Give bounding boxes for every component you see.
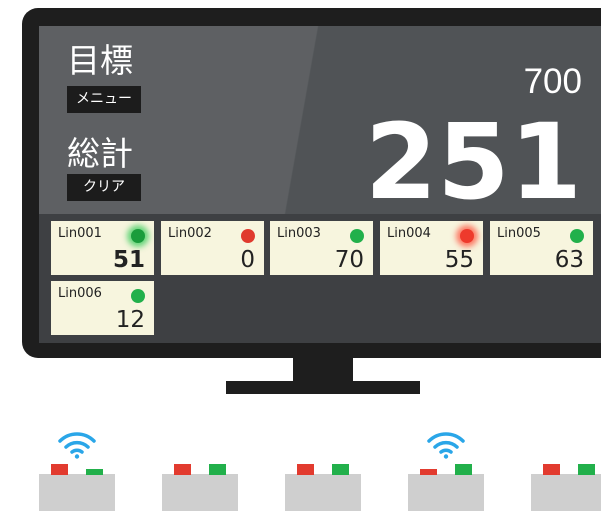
line-name: Lin006 — [58, 286, 102, 301]
red-led-icon — [51, 464, 68, 475]
status-lamp-icon — [241, 229, 255, 243]
status-lamp-icon — [460, 229, 474, 243]
red-led-icon — [174, 464, 191, 475]
line-name: Lin005 — [497, 226, 541, 241]
wifi-icon — [58, 432, 96, 459]
line-count: 12 — [115, 306, 145, 333]
line-name: Lin004 — [387, 226, 431, 241]
status-lamp-icon — [570, 229, 584, 243]
green-led-icon — [455, 464, 472, 475]
green-led-icon — [209, 464, 226, 475]
sensor-device — [39, 474, 115, 511]
line-name: Lin003 — [277, 226, 321, 241]
target-label: 目標 — [67, 41, 133, 80]
sensor-device — [162, 474, 238, 511]
monitor-stand-base — [226, 381, 420, 394]
menu-button[interactable]: メニュー — [67, 86, 141, 113]
green-led-icon — [578, 464, 595, 475]
line-tile-lin003[interactable]: Lin003 70 — [270, 221, 373, 275]
red-led-icon — [543, 464, 560, 475]
status-lamp-icon — [131, 229, 145, 243]
line-tile-lin006[interactable]: Lin006 12 — [51, 281, 154, 335]
wifi-icon — [427, 432, 465, 459]
green-led-icon — [332, 464, 349, 475]
status-lamp-icon — [350, 229, 364, 243]
monitor-stand-neck — [293, 358, 353, 382]
red-led-icon — [297, 464, 314, 475]
line-tiles: Lin001 51 Lin002 0 Lin003 70 Lin004 55 L… — [39, 214, 601, 343]
dashboard-screen: 目標 メニュー 総計 クリア 700 251 — [39, 26, 601, 343]
clear-button[interactable]: クリア — [67, 174, 141, 201]
sensor-device — [285, 474, 361, 511]
line-tile-lin001[interactable]: Lin001 51 — [51, 221, 154, 275]
line-tile-lin005[interactable]: Lin005 63 — [490, 221, 593, 275]
line-count: 0 — [240, 246, 255, 273]
line-name: Lin002 — [168, 226, 212, 241]
status-lamp-icon — [131, 289, 145, 303]
red-led-icon — [420, 469, 437, 475]
line-tile-lin002[interactable]: Lin002 0 — [161, 221, 264, 275]
line-count: 63 — [554, 246, 584, 273]
total-count: 251 — [364, 101, 582, 223]
total-label: 総計 — [67, 134, 133, 173]
sensor-device — [408, 474, 484, 511]
line-count: 51 — [112, 246, 145, 273]
line-name: Lin001 — [58, 226, 102, 241]
monitor: 目標 メニュー 総計 クリア 700 251 Lin001 51 Lin002 … — [22, 8, 601, 358]
sensor-device — [531, 474, 601, 511]
green-led-icon — [86, 469, 103, 475]
line-tile-lin004[interactable]: Lin004 55 — [380, 221, 483, 275]
line-count: 55 — [444, 246, 474, 273]
target-value: 700 — [523, 62, 582, 101]
line-count: 70 — [334, 246, 364, 273]
